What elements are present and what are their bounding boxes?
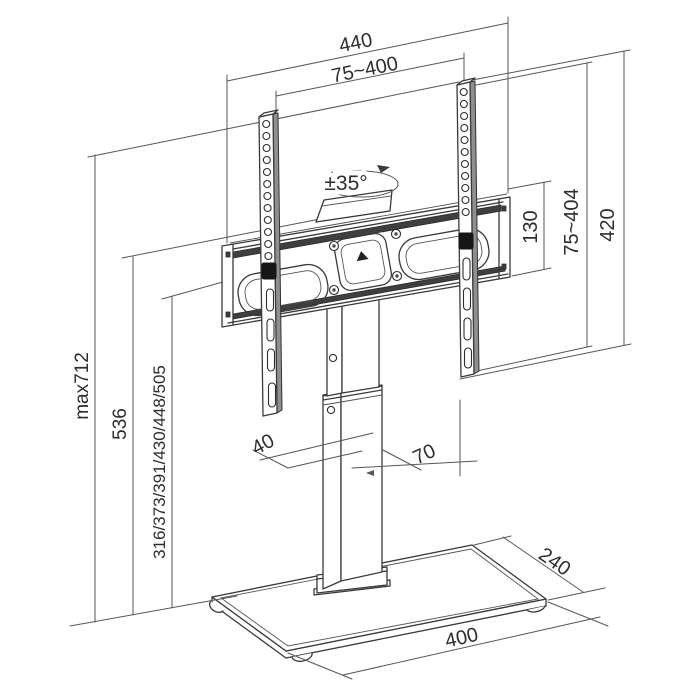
label-base-depth: 240 [534,544,574,581]
dim-ext-column-depth-front [287,450,363,469]
right-rail-slots [462,257,473,369]
bar-cutout-right [398,227,490,281]
bar-cutout-center-inner [340,239,386,285]
base-plate-top-face [211,544,547,652]
column-joint-rim-2 [322,389,383,401]
column-upper-front-face [341,296,380,394]
up-arrow-icon [356,251,369,262]
left-rail-top-cap [258,109,279,118]
bar-right-nub-top [501,205,507,212]
dim-ext-rail-length-bottom [459,343,632,380]
base-foot-front-left [291,652,313,662]
dim-ext-base-width-right [547,601,609,627]
bar-right-nub-bottom [501,263,507,270]
label-swivel-range: ±35° [324,172,367,195]
column-lower-section [322,384,383,590]
base-plate [208,544,547,662]
dimension-lines-front [69,50,625,680]
column-upper-section [326,296,380,397]
right-vesa-rail [456,77,480,378]
bar-left-nub-bottom [225,311,231,318]
dim-ext-bracket-height-bottom [511,267,552,277]
mount-bracket-wedge [315,189,393,223]
swivel-indicator [321,165,399,198]
left-rail-hook-notch [261,262,277,280]
bar-cutout-right-inner [405,234,483,274]
label-base-width: 400 [443,624,480,653]
bracket-wedge-edge [321,195,392,207]
left-rail-slots [265,288,277,408]
bar-screws [328,228,403,296]
label-overall-width: 440 [337,29,374,57]
bracket-wedge-body [315,189,393,223]
dim-ext-column-top-height [121,217,326,259]
tv-mount-bar [221,193,511,328]
dim-ext-vesa-height-bottom [462,345,593,375]
dim-line-vesa-width [275,57,465,97]
dim-ext-base-depth-bottom [547,587,606,601]
dim-ext-column-depth-back [259,432,374,461]
right-rail-holes [459,87,470,217]
dim-line-base-depth [502,536,584,593]
column-joint-rim-3 [322,394,383,406]
dim-line-overall-width [226,22,509,82]
label-column-depth: 40 [248,430,278,460]
bar-cutout-right-outer [398,227,490,281]
column-upper-screw [328,353,338,363]
column-clamp-screw [326,405,336,415]
dim-ext-bracket-height-top [507,180,552,190]
bar-cutout-center-outer [333,232,393,292]
label-vesa-height: 75~404 [561,188,583,255]
column-lower-front-face [340,384,383,582]
dimension-labels: 440 75~400 ±35° 130 75~404 420 max712 53… [72,29,619,653]
left-rail-holes [262,119,273,261]
column-upper-left-face [326,302,343,397]
dim-ext-base-depth-top [473,535,512,546]
swivel-arrowhead-left [321,171,333,180]
right-rail-hook-notch [458,232,474,250]
label-column-top-height: 536 [110,408,131,440]
base-foot-back-left [208,600,224,613]
bar-left-nub-top [225,251,231,258]
bar-outline [221,196,511,328]
dim-ext-ground-line [69,595,238,627]
label-mount-hole-heights: 316/373/391/430/448/505 [150,365,169,559]
dim-ext-vesa-height-top [475,61,593,86]
dim-line-base-width [342,616,601,676]
dim-arrowhead-column-width [366,470,374,476]
dim-line-column-width [382,449,422,471]
dim-ext-rail-length-top [466,49,631,82]
dim-ext-column-width-base [351,460,478,469]
label-rail-length: 420 [597,208,619,241]
label-max-height: max712 [72,352,93,420]
left-vesa-rail [258,109,283,417]
base-foot-front-right [526,605,546,613]
label-bracket-height: 130 [520,210,542,243]
base-plate-bevel [219,548,540,647]
column-lower-left-face [322,391,342,590]
bar-cutout-center [333,232,393,292]
dim-ext-base-width-left [287,652,353,680]
right-rail-top-cap [456,77,476,86]
swivel-arrowhead-right [377,165,390,173]
dim-line-column-depth [252,449,289,469]
swivel-ellipse [323,170,399,198]
